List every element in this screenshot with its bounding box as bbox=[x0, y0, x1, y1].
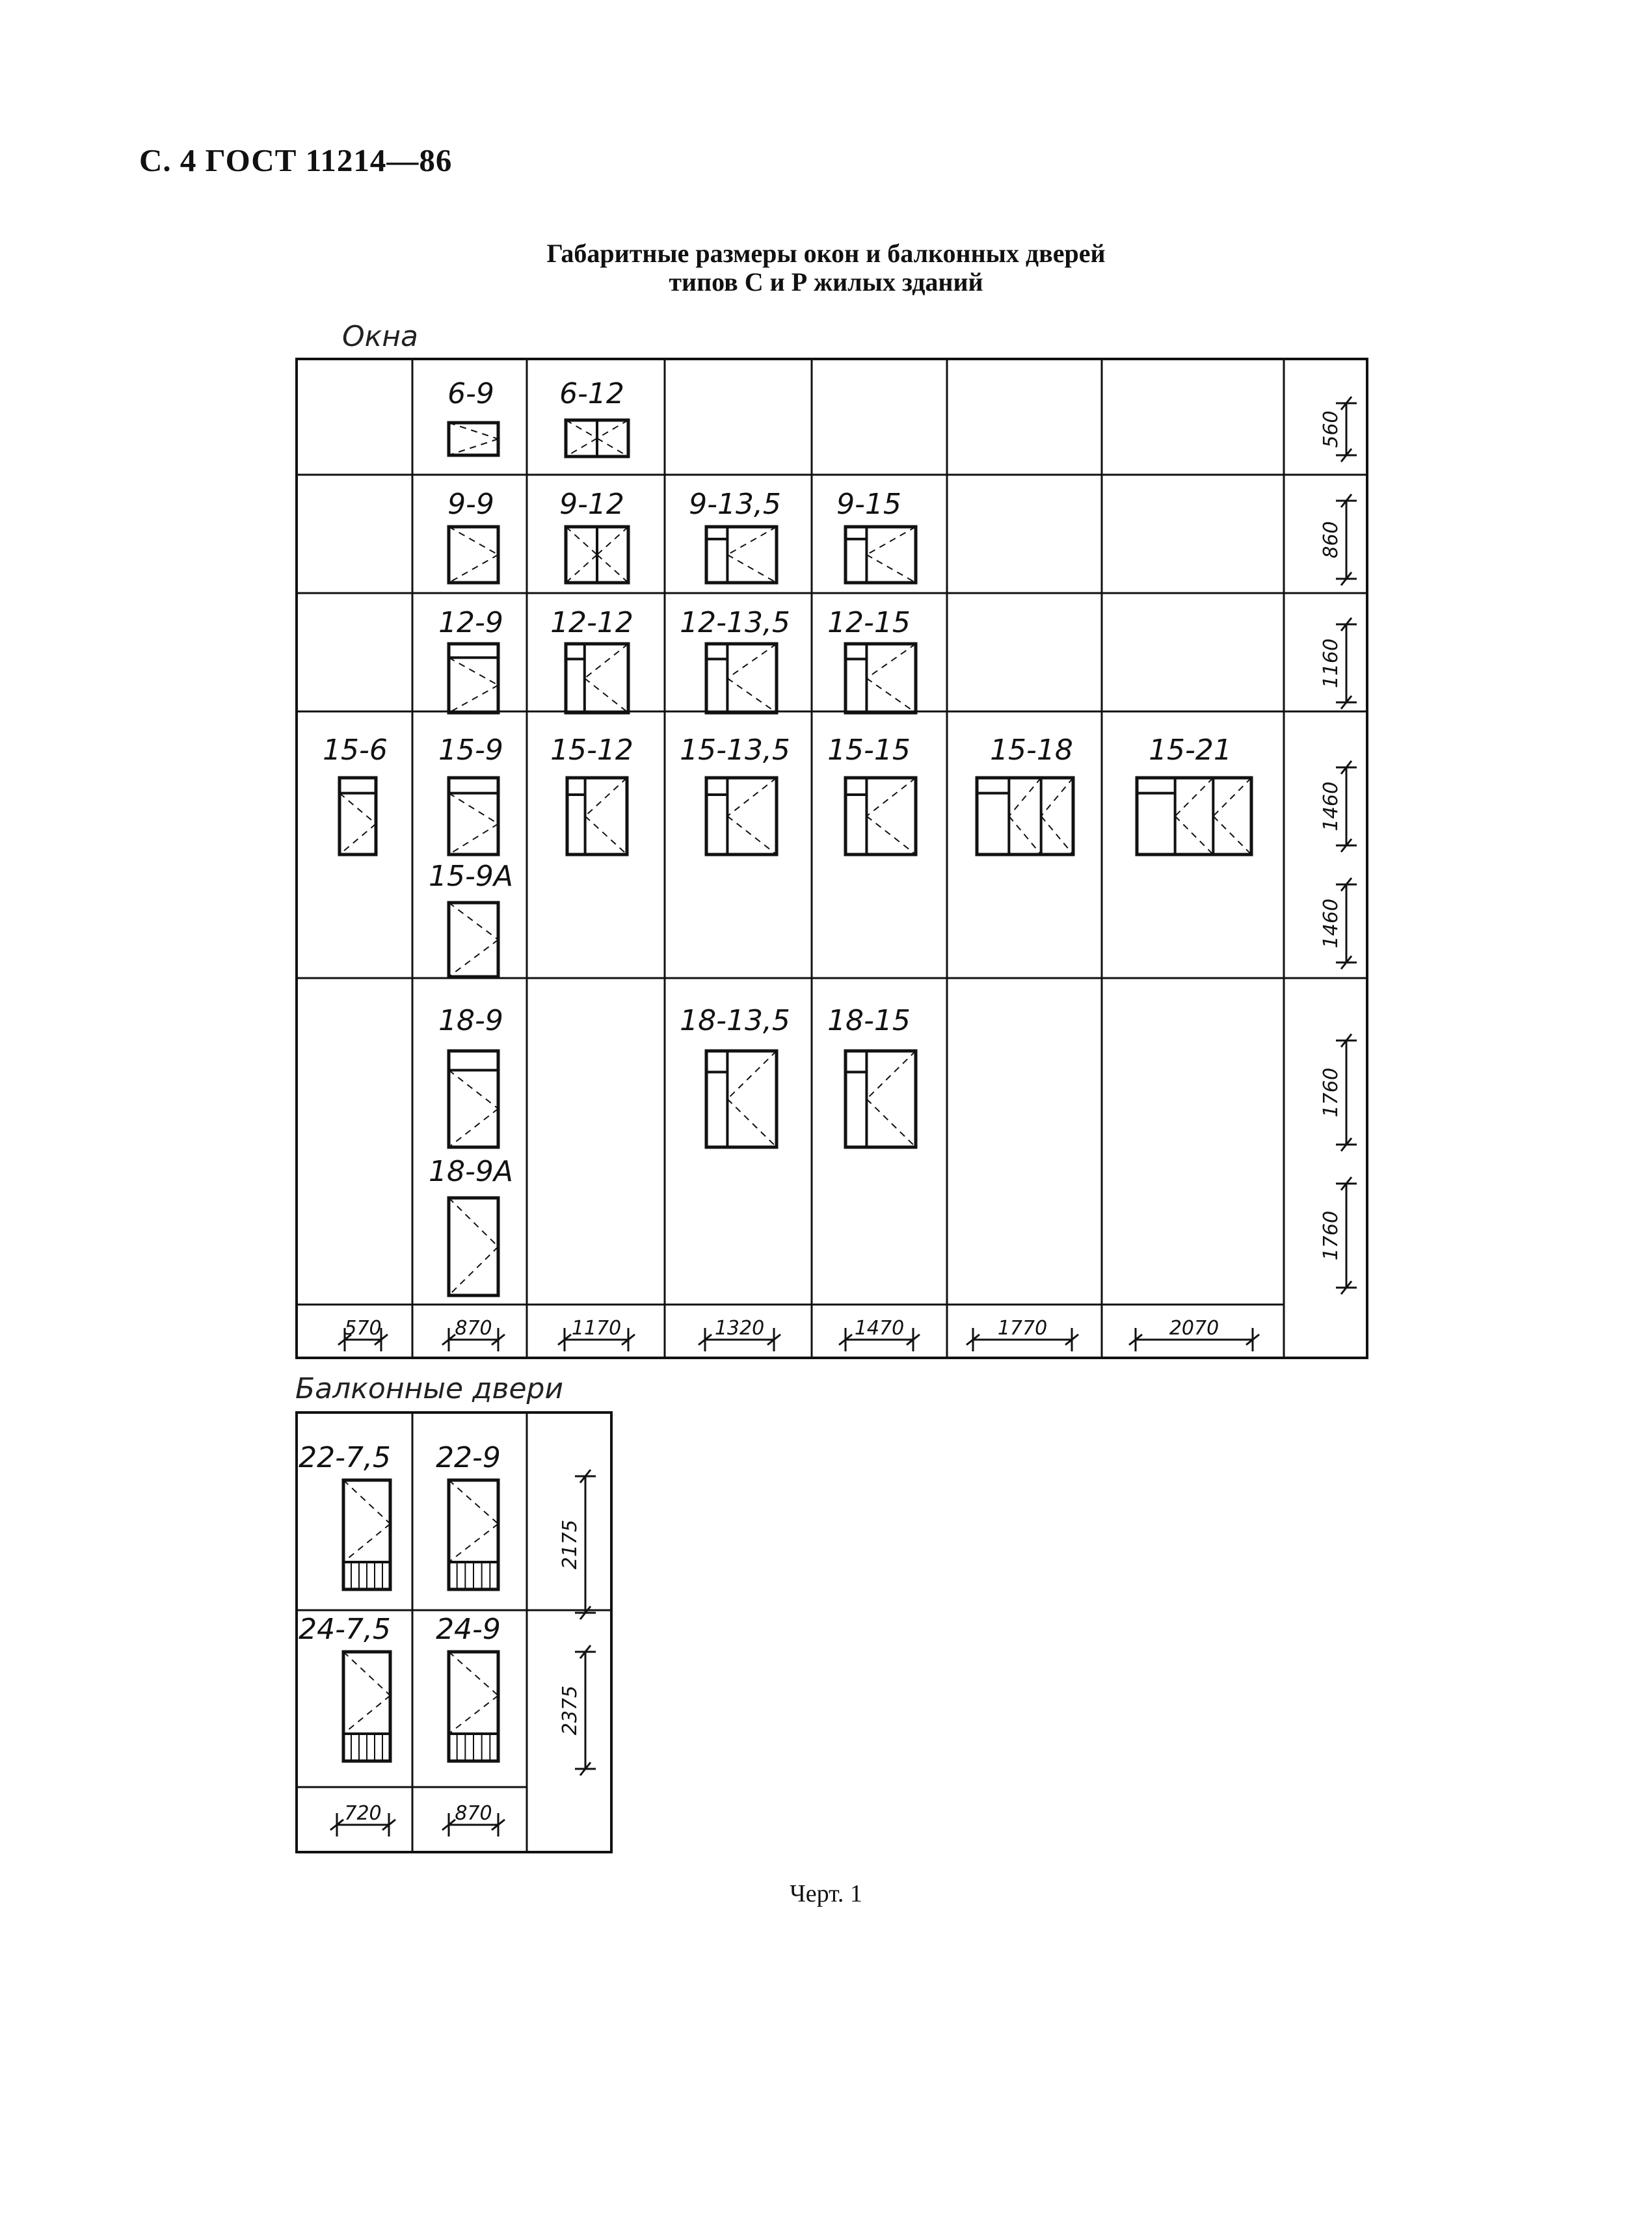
window-glyph-12-12 bbox=[564, 642, 630, 715]
drawing-title: Габаритные размеры окон и балконных двер… bbox=[0, 239, 1652, 297]
window-glyph-15-15 bbox=[844, 776, 918, 856]
window-code-15-18: 15-18 bbox=[990, 734, 1073, 767]
width-dimension-2070-label: 2070 bbox=[1169, 1317, 1219, 1340]
height-dimension-1460-label: 1460 bbox=[1320, 782, 1342, 831]
window-code-12-9: 12-9 bbox=[438, 606, 503, 639]
drawing-title-line-1: Габаритные размеры окон и балконных двер… bbox=[546, 239, 1106, 268]
door-glyph-22-7-5 bbox=[341, 1478, 392, 1591]
door-code-24-7-5: 24-7,5 bbox=[299, 1613, 391, 1646]
window-glyph-6-9 bbox=[447, 421, 500, 457]
page-header: С. 4 ГОСТ 11214—86 bbox=[139, 142, 453, 178]
window-code-15-12: 15-12 bbox=[550, 734, 633, 767]
window-code-12-13-5: 12-13,5 bbox=[680, 606, 790, 639]
window-code-12-12: 12-12 bbox=[550, 606, 633, 639]
window-code-18-15: 18-15 bbox=[827, 1004, 911, 1037]
door-height-dimension-2175: 2175 bbox=[559, 1469, 596, 1620]
door-glyph-24-9 bbox=[447, 1650, 500, 1763]
window-code-15-21: 15-21 bbox=[1149, 734, 1232, 767]
width-dimension-1470-label: 1470 bbox=[855, 1317, 904, 1340]
window-glyph-15-12 bbox=[565, 776, 629, 856]
window-code-12-15: 12-15 bbox=[827, 606, 911, 639]
height-dimension-1460: 1460 bbox=[1320, 760, 1357, 853]
width-dimension-870: 870 bbox=[442, 1317, 505, 1351]
window-glyph-9-15 bbox=[844, 525, 918, 585]
height-dimension-1460-label: 1460 bbox=[1320, 899, 1342, 948]
window-glyph-15-9А bbox=[447, 901, 500, 979]
window-glyph-12-15 bbox=[844, 642, 918, 715]
window-glyph-12-13-5 bbox=[704, 642, 779, 715]
height-dimension-560-label: 560 bbox=[1320, 410, 1342, 447]
window-code-9-13-5: 9-13,5 bbox=[689, 488, 781, 521]
window-glyph-15-6 bbox=[338, 776, 378, 856]
windows-section-label: Окна bbox=[342, 320, 418, 353]
door-height-dimension-2375-label: 2375 bbox=[559, 1686, 581, 1735]
window-code-9-12: 9-12 bbox=[559, 488, 624, 521]
window-glyph-9-9 bbox=[447, 525, 500, 585]
door-glyph-22-9 bbox=[447, 1478, 500, 1591]
window-code-15-9А: 15-9А bbox=[429, 860, 513, 893]
door-height-dimension-2175-label: 2175 bbox=[559, 1520, 581, 1569]
window-code-9-15: 9-15 bbox=[836, 488, 901, 521]
width-dimension-570: 570 bbox=[338, 1317, 388, 1351]
height-dimension-1160-label: 1160 bbox=[1320, 639, 1342, 688]
width-dimension-870-label: 870 bbox=[455, 1317, 492, 1340]
drawing-title-line-2: типов С и Р жилых зданий bbox=[669, 267, 983, 297]
figure-caption: Черт. 1 bbox=[790, 1880, 862, 1907]
window-glyph-18-15 bbox=[844, 1049, 918, 1149]
width-dimension-1770-label: 1770 bbox=[998, 1317, 1047, 1340]
door-width-dimension-870: 870 bbox=[442, 1802, 505, 1837]
width-dimension-1470: 1470 bbox=[838, 1317, 920, 1351]
height-dimension-1460: 1460 bbox=[1320, 877, 1357, 970]
width-dimension-1320: 1320 bbox=[698, 1317, 781, 1351]
height-dimension-860: 860 bbox=[1320, 494, 1357, 586]
door-glyph-24-7-5 bbox=[341, 1650, 392, 1763]
balcony-doors-table-border bbox=[295, 1411, 613, 1853]
width-dimension-1170-label: 1170 bbox=[572, 1317, 621, 1340]
width-dimension-1770: 1770 bbox=[966, 1317, 1079, 1351]
window-glyph-15-18 bbox=[975, 776, 1075, 856]
height-dimension-1760-label: 1760 bbox=[1320, 1211, 1342, 1260]
door-height-dimension-2375: 2375 bbox=[559, 1645, 596, 1776]
window-glyph-9-13-5 bbox=[704, 525, 779, 585]
window-glyph-18-9 bbox=[447, 1049, 500, 1149]
door-code-22-7-5: 22-7,5 bbox=[299, 1441, 391, 1474]
balcony-doors-section-label: Балконные двери bbox=[295, 1372, 564, 1405]
door-code-22-9: 22-9 bbox=[436, 1441, 501, 1474]
windows-table-border bbox=[295, 358, 1368, 1359]
window-glyph-15-21 bbox=[1135, 776, 1253, 856]
window-code-9-9: 9-9 bbox=[447, 488, 494, 521]
height-dimension-1760: 1760 bbox=[1320, 1176, 1357, 1295]
window-code-18-13-5: 18-13,5 bbox=[680, 1004, 790, 1037]
door-width-dimension-720: 720 bbox=[330, 1802, 396, 1837]
window-code-15-9: 15-9 bbox=[438, 734, 503, 767]
window-glyph-18-13-5 bbox=[704, 1049, 779, 1149]
height-dimension-1760-label: 1760 bbox=[1320, 1068, 1342, 1117]
width-dimension-2070: 2070 bbox=[1128, 1317, 1260, 1351]
height-dimension-560: 560 bbox=[1320, 396, 1357, 462]
window-code-15-15: 15-15 bbox=[827, 734, 911, 767]
width-dimension-570-label: 570 bbox=[344, 1317, 381, 1340]
height-dimension-1160: 1160 bbox=[1320, 617, 1357, 710]
window-glyph-18-9А bbox=[447, 1196, 500, 1297]
window-code-6-12: 6-12 bbox=[559, 377, 624, 410]
door-width-dimension-720-label: 720 bbox=[344, 1802, 381, 1825]
width-dimension-1170: 1170 bbox=[557, 1317, 635, 1351]
window-code-15-13-5: 15-13,5 bbox=[680, 734, 790, 767]
window-glyph-15-9 bbox=[447, 776, 500, 856]
window-code-6-9: 6-9 bbox=[447, 377, 494, 410]
window-code-18-9А: 18-9А bbox=[429, 1155, 513, 1188]
window-code-18-9: 18-9 bbox=[438, 1004, 503, 1037]
door-code-24-9: 24-9 bbox=[436, 1613, 501, 1646]
door-width-dimension-870-label: 870 bbox=[455, 1802, 492, 1825]
window-glyph-12-9 bbox=[447, 642, 500, 715]
window-code-15-6: 15-6 bbox=[323, 734, 388, 767]
height-dimension-1760: 1760 bbox=[1320, 1033, 1357, 1152]
width-dimension-1320-label: 1320 bbox=[715, 1317, 764, 1340]
height-dimension-860-label: 860 bbox=[1320, 521, 1342, 558]
window-glyph-9-12 bbox=[564, 525, 630, 585]
window-glyph-15-13-5 bbox=[704, 776, 779, 856]
window-glyph-6-12 bbox=[564, 418, 630, 458]
